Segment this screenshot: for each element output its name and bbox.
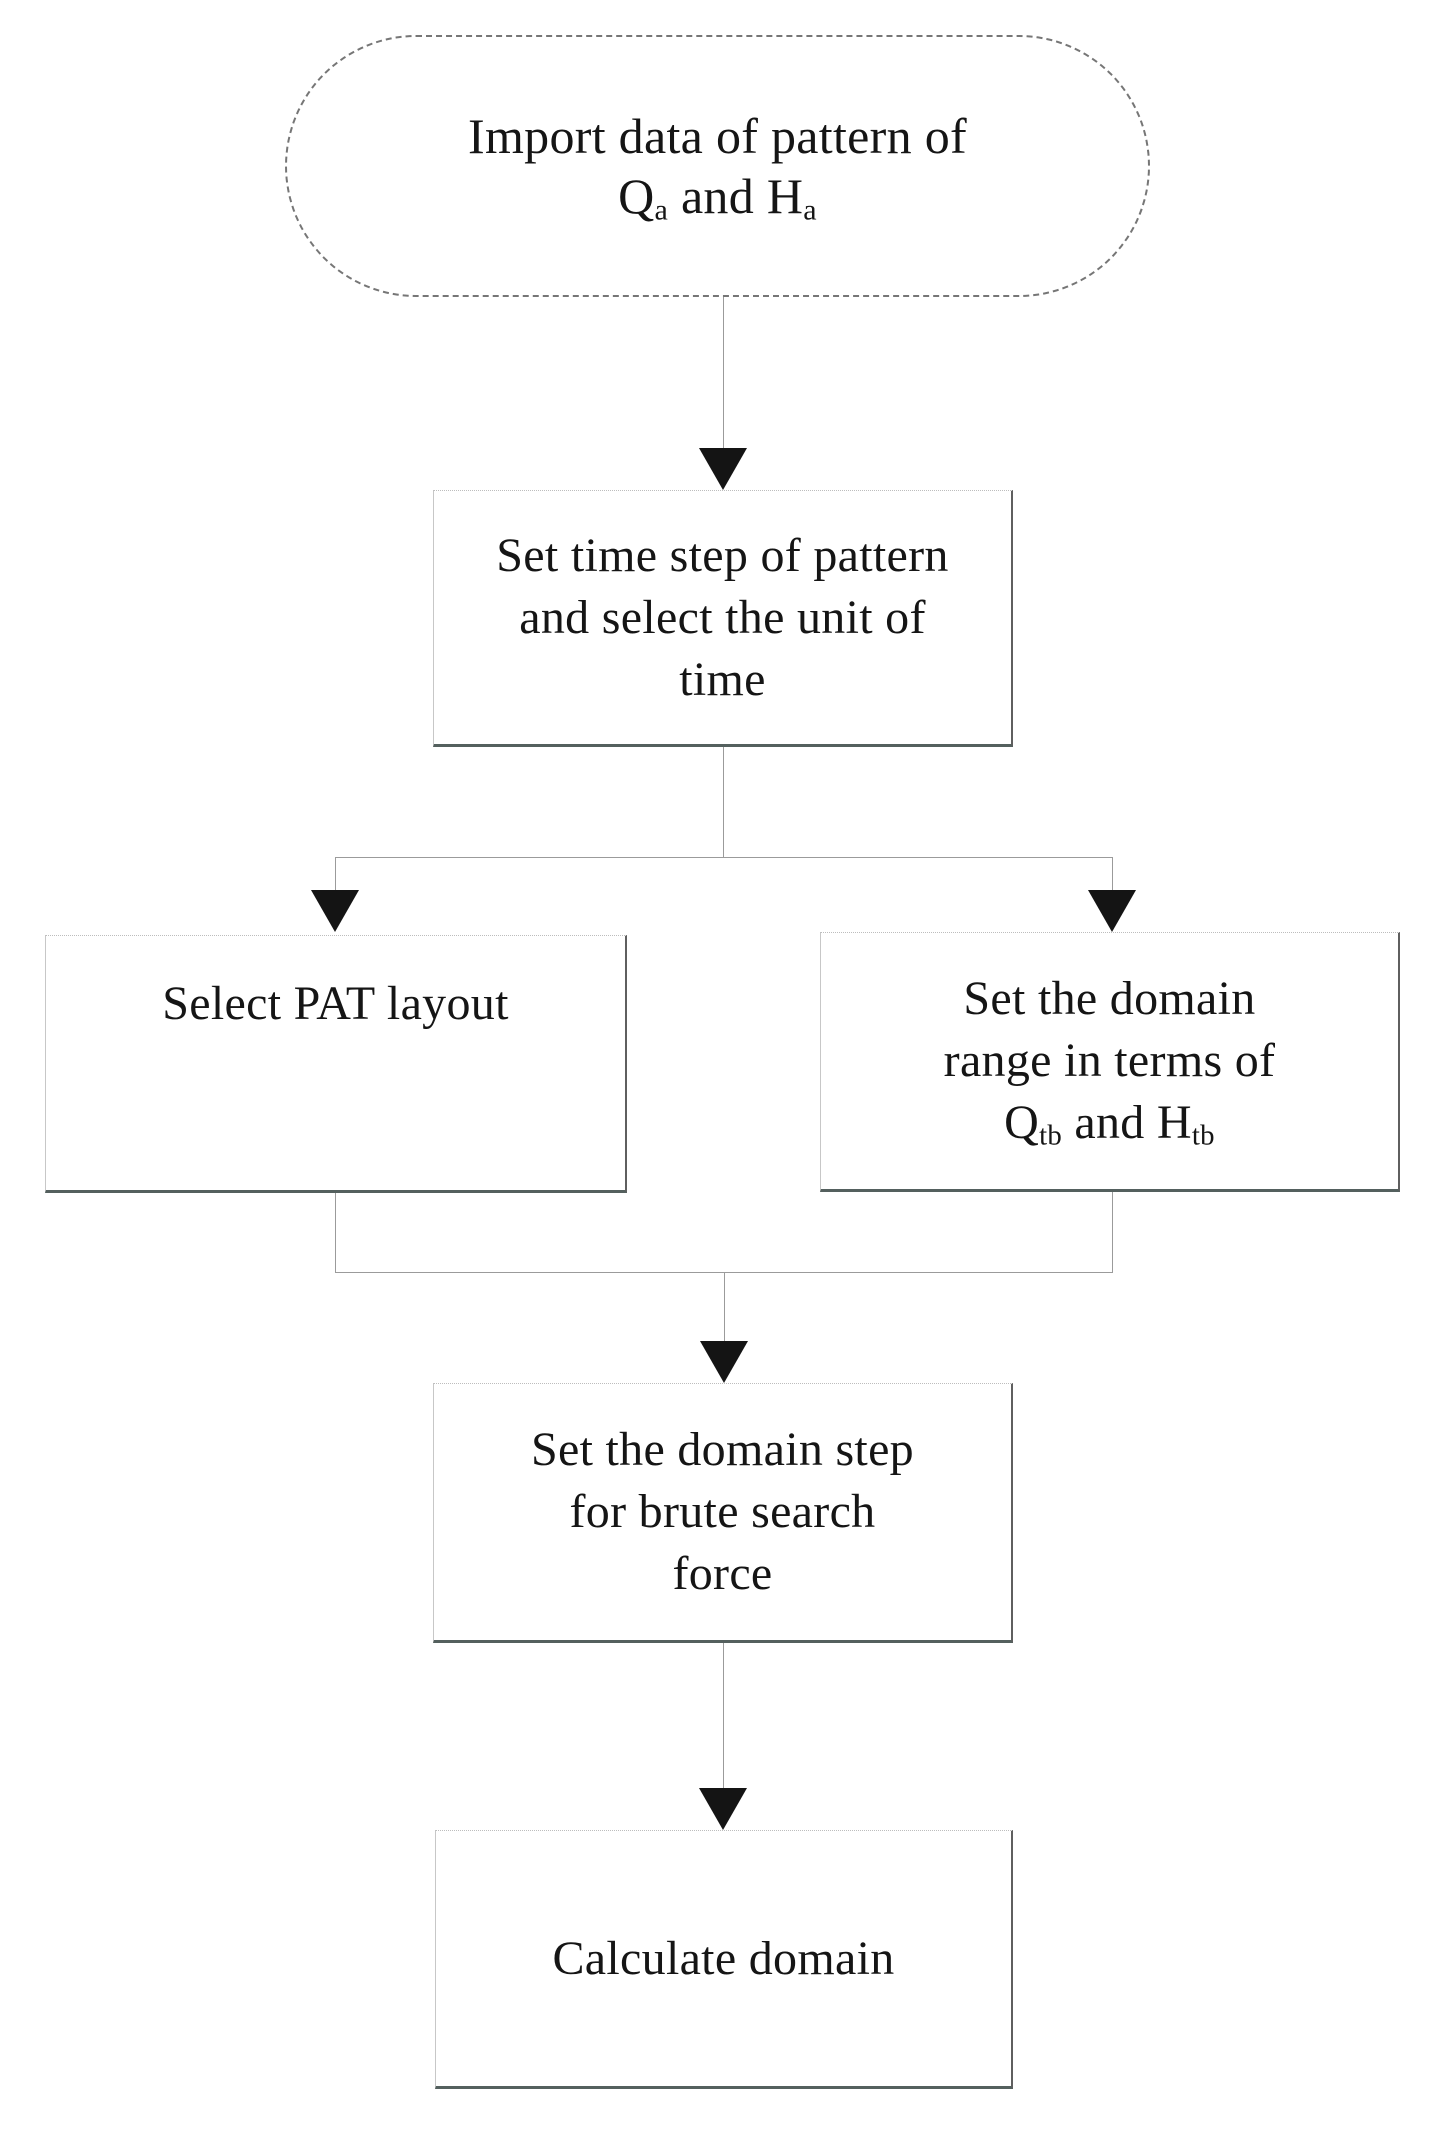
node-label-line: range in terms of	[943, 1034, 1276, 1087]
node-calculate-domain: Calculate domain	[435, 1830, 1013, 2089]
node-set-domain-range: Set the domain range in terms of Qtb and…	[820, 932, 1400, 1192]
node-label-line: Set the domain step	[531, 1423, 914, 1476]
node-label-line: Set the domain	[963, 972, 1256, 1025]
split-horizontal-line	[335, 857, 1113, 858]
node-set-domain-step: Set the domain step for brute search for…	[433, 1383, 1013, 1643]
connector-timestep-to-split	[723, 747, 724, 858]
node-label-line: Set time step of pattern	[496, 528, 949, 582]
node-label-line: and select the unit of	[519, 590, 926, 644]
node-label-line: force	[672, 1547, 773, 1600]
node-label-line: Select PAT layout	[162, 977, 509, 1030]
connector-domainrange-to-merge	[1112, 1192, 1113, 1272]
connector-split-to-domainrange	[1112, 857, 1113, 891]
node-set-time-step: Set time step of pattern and select the …	[433, 490, 1013, 747]
connector-patlayout-to-merge	[335, 1193, 336, 1272]
node-label-line: for brute search	[569, 1485, 876, 1538]
arrow-down-icon	[699, 1788, 747, 1830]
node-label-line: Qtb and Htb	[1004, 1096, 1215, 1152]
node-import-data: Import data of pattern of Qa and Ha	[285, 35, 1150, 297]
node-label-line: Import data of pattern of	[468, 108, 967, 164]
arrow-down-icon	[311, 890, 359, 932]
arrow-down-icon	[699, 448, 747, 490]
connector-domainstep-to-calculate	[723, 1643, 724, 1789]
node-label-line: Calculate domain	[552, 1931, 895, 1985]
connector-merge-to-domainstep	[724, 1272, 725, 1342]
connector-split-to-patlayout	[335, 857, 336, 891]
node-label-line: Qa and Ha	[618, 168, 817, 227]
arrow-down-icon	[1088, 890, 1136, 932]
node-select-pat-layout: Select PAT layout	[45, 935, 627, 1193]
arrow-down-icon	[700, 1341, 748, 1383]
connector-start-to-timestep	[723, 297, 724, 449]
node-label-line: time	[679, 652, 766, 706]
